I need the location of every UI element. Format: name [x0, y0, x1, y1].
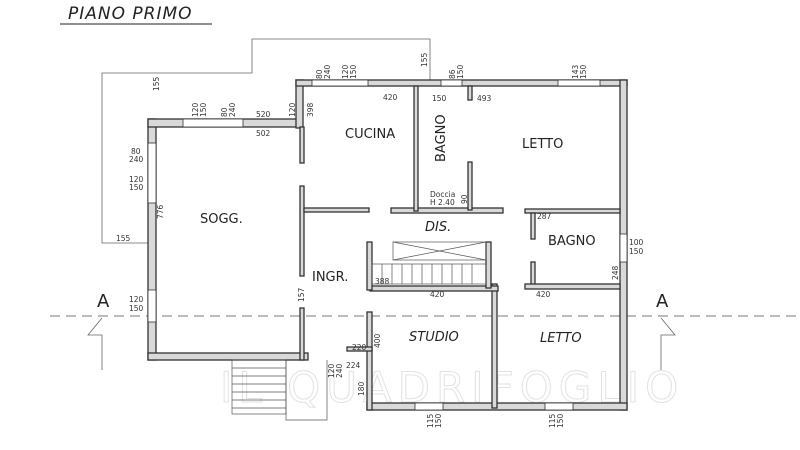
room-ingresso: INGR.: [312, 270, 348, 285]
dim-label: 420: [430, 290, 445, 299]
dim-label: 240: [228, 102, 237, 117]
room-cucina: CUCINA: [345, 127, 395, 142]
dim-label: 180: [357, 381, 366, 396]
section-marker-left: A: [97, 291, 110, 312]
dim-label: 150: [556, 413, 565, 428]
dim-label: 150: [432, 94, 447, 103]
dim-label: 398: [306, 102, 315, 117]
dim-label: 150: [129, 183, 144, 192]
dim-label: 115: [426, 413, 435, 428]
dim-label: 400: [373, 333, 382, 348]
room-bagno-2: BAGNO: [548, 234, 596, 249]
dim-label: 157: [297, 287, 306, 302]
dim-label: 240: [335, 363, 344, 378]
dim-label: 502: [256, 129, 271, 138]
dim-label: 150: [629, 247, 644, 256]
dim-label: 224: [346, 361, 361, 370]
windows: [147, 79, 628, 411]
room-bagno-1: BAGNO: [434, 114, 449, 162]
dim-label: 287: [537, 212, 552, 221]
dim-label: 420: [383, 93, 398, 102]
dim-label: 240: [323, 64, 332, 79]
section-marker-right: A: [656, 291, 669, 312]
terrace-outline: [101, 38, 431, 244]
dim-label: 493: [477, 94, 492, 103]
dim-label: 776: [156, 204, 165, 219]
section-arrow-right: [660, 317, 676, 370]
dim-label: 150: [579, 64, 588, 79]
plan-title: PIANO PRIMO: [68, 4, 193, 24]
dimensions: 155 155 155 120 150 80 240 520 502 120 8…: [116, 52, 644, 428]
dim-label: 150: [434, 413, 443, 428]
dim-label: 80: [315, 69, 324, 79]
dim-label: 80: [220, 107, 229, 117]
dim-label: 155: [152, 76, 161, 91]
shower-height: H 2.40: [430, 198, 455, 207]
room-disimpegno: DIS.: [425, 220, 451, 235]
dim-label: 120: [327, 363, 336, 378]
dim-label: 120: [129, 295, 144, 304]
dim-label: 240: [129, 155, 144, 164]
dim-label: 220: [352, 343, 367, 352]
staircase: [231, 241, 487, 421]
dim-label: 120: [129, 175, 144, 184]
dim-label: 155: [420, 52, 429, 67]
dim-label: 150: [456, 64, 465, 79]
dim-label: 120: [288, 102, 297, 117]
section-arrow-left: [87, 317, 103, 370]
room-letto-1: LETTO: [522, 137, 563, 152]
dim-label: 420: [536, 290, 551, 299]
room-soggiorno: SOGG.: [200, 212, 243, 227]
dim-label: 388: [375, 277, 390, 286]
room-letto-2: LETTO: [540, 331, 582, 346]
shower-label: Doccia: [430, 190, 455, 199]
room-studio: STUDIO: [409, 330, 459, 345]
dim-label: 115: [548, 413, 557, 428]
dim-label: 248: [611, 265, 620, 280]
dim-label: 155: [116, 234, 131, 243]
dim-label: 520: [256, 110, 271, 119]
dim-label: 143: [571, 64, 580, 79]
dim-label: 100: [629, 238, 644, 247]
dim-label: 80: [131, 147, 141, 156]
dim-label: 150: [199, 102, 208, 117]
dim-label: 120: [191, 102, 200, 117]
dim-label: 150: [349, 64, 358, 79]
shower-width: 90: [460, 194, 469, 204]
dim-label: 120: [341, 64, 350, 79]
dim-label: 150: [129, 304, 144, 313]
dim-label: 86: [448, 69, 457, 79]
